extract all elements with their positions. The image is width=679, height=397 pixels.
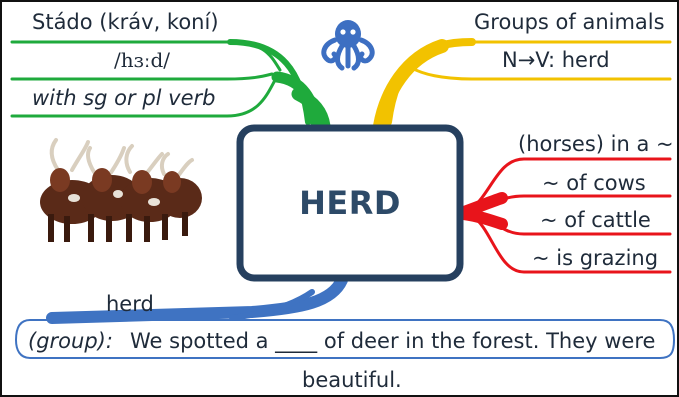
green-branch: [10, 39, 331, 133]
example-tag: (group):: [28, 329, 113, 353]
category-label: Groups of animals: [474, 10, 665, 34]
pronunciation-label: /hɜːd/: [113, 48, 171, 72]
example-sentence-end: beautiful.: [302, 368, 402, 392]
collocation-item: ~ of cattle: [540, 208, 651, 232]
collocation-item: ~ is grazing: [532, 246, 659, 270]
example-sentence: We spotted a ____ of deer in the forest.…: [130, 329, 656, 353]
center-word: HERD: [299, 184, 401, 222]
red-branch: [458, 157, 672, 274]
octopus-icon: [321, 20, 375, 71]
grammar-note: with sg or pl verb: [32, 86, 216, 110]
yellow-branch: [373, 38, 672, 133]
example-heading: herd: [106, 292, 154, 316]
collocation-item: (horses) in a ~: [518, 132, 674, 156]
cattle-herd-image: [40, 138, 202, 242]
center-box: [236, 124, 464, 282]
collocation-item: ~ of cows: [542, 171, 646, 195]
blue-branch: [14, 274, 676, 359]
word-form-label: N→V: herd: [502, 48, 610, 72]
translation-label: Stádo (kráv, koní): [32, 10, 219, 34]
